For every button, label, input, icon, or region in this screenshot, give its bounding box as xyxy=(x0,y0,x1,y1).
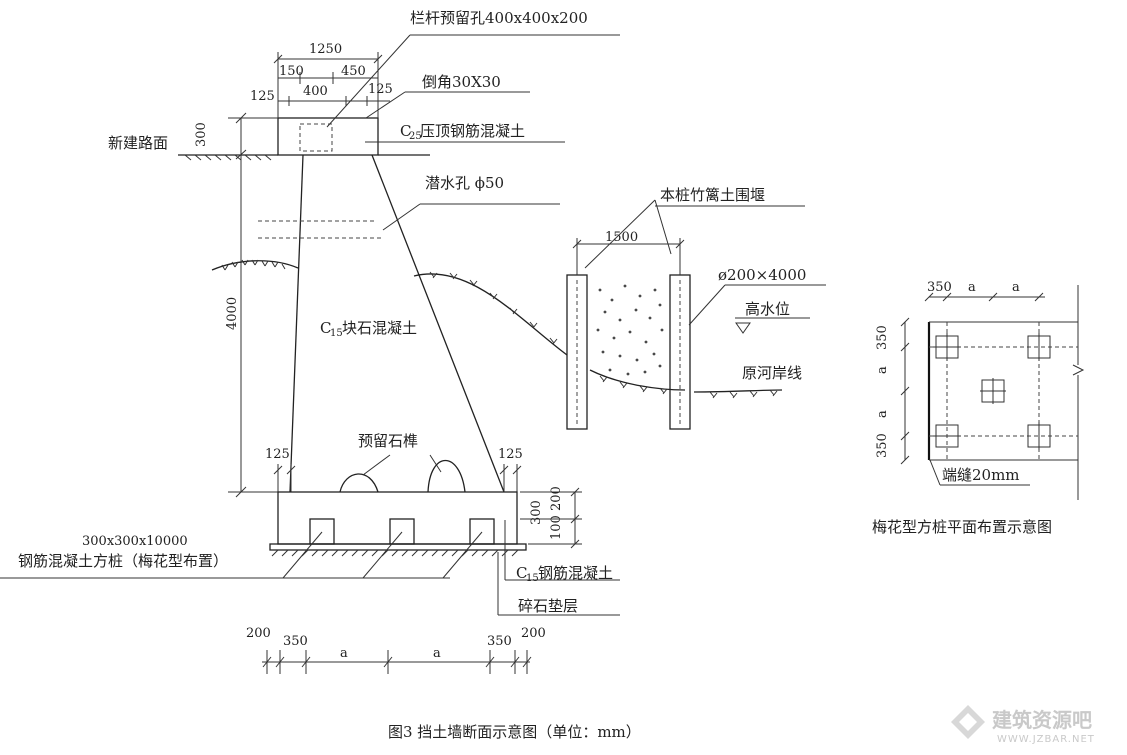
base-dimensions xyxy=(520,487,582,549)
main-caption: 图3 挡土墙断面示意图（单位：mm） xyxy=(388,723,641,741)
wall-body xyxy=(258,154,505,493)
coping-cap xyxy=(277,117,379,156)
bottom-dimensions xyxy=(262,650,532,674)
dim-top-400: 400 xyxy=(303,84,328,99)
label-cap-concrete: 压顶钢筋混凝土 xyxy=(420,122,525,140)
dim-plan-a-top-2: a xyxy=(1012,280,1020,295)
watermark-url: WWW.JZBAR.NET xyxy=(997,734,1095,745)
dim-top-total: 1250 xyxy=(309,42,342,57)
label-high-water: 高水位 xyxy=(745,300,790,318)
label-end-gap: 端缝20mm xyxy=(942,466,1020,484)
dim-plan-a-top-1: a xyxy=(968,280,976,295)
base-leaders xyxy=(0,520,620,616)
foot-dimensions xyxy=(273,464,522,492)
label-body-concrete: 块石混凝土 xyxy=(342,319,417,337)
label-square-pile-size: 300x300x10000 xyxy=(82,534,188,549)
label-road: 新建路面 xyxy=(108,134,168,152)
label-base-concrete: 钢筋混凝土 xyxy=(538,564,613,582)
cap-leaders xyxy=(326,34,620,143)
dim-height-4000: 4000 xyxy=(225,297,240,330)
cofferdam-piles xyxy=(566,274,691,430)
dim-bottom-200-left: 200 xyxy=(246,626,271,641)
plan-view xyxy=(927,285,1085,500)
plan-caption: 梅花型方桩平面布置示意图 xyxy=(872,518,1052,536)
label-original-bank: 原河岸线 xyxy=(742,364,802,382)
dim-bottom-200-right: 200 xyxy=(521,626,546,641)
label-cap-concrete-prefix: C xyxy=(400,122,411,140)
dim-cofferdam-1500: 1500 xyxy=(605,230,638,245)
label-reserved-stone: 预留石榫 xyxy=(358,432,418,450)
dim-top-125-left: 125 xyxy=(250,89,275,104)
label-body-concrete-prefix: C xyxy=(320,319,331,337)
label-chamfer: 倒角30X30 xyxy=(422,73,501,91)
dim-plan-350-side-top: 350 xyxy=(875,325,890,350)
dim-base-300: 300 xyxy=(529,500,544,525)
dim-plan-a-side-1: a xyxy=(875,366,890,374)
dim-plan-a-side-2: a xyxy=(875,410,890,418)
backfill-soil-left xyxy=(211,259,299,271)
dim-top-125-right: 125 xyxy=(368,82,393,97)
dim-top-150: 150 xyxy=(279,64,304,79)
label-gravel: 碎石垫层 xyxy=(518,597,578,615)
stone-tenons xyxy=(339,454,466,493)
label-base-concrete-sub: 15 xyxy=(526,573,539,584)
dim-foot-125-right: 125 xyxy=(498,447,523,462)
cofferdam-dimension xyxy=(572,199,826,326)
label-pile-spec: ø200×4000 xyxy=(718,266,806,284)
label-weep-hole: 潜水孔 ϕ50 xyxy=(425,174,504,192)
label-body-concrete-sub: 15 xyxy=(330,328,343,339)
dim-bottom-a-2: a xyxy=(433,646,441,661)
label-cofferdam: 本桩竹篱土围堰 xyxy=(660,186,765,204)
dim-base-100: 100 xyxy=(549,515,564,540)
dim-bottom-a-1: a xyxy=(340,646,348,661)
road-surface xyxy=(178,154,430,161)
dim-base-200: 200 xyxy=(549,486,564,511)
dim-plan-350-side-bottom: 350 xyxy=(875,433,890,458)
watermark-text: 建筑资源吧 xyxy=(992,708,1092,732)
height-dimension xyxy=(228,112,278,498)
high-water-mark xyxy=(735,317,810,334)
plan-dimensions xyxy=(900,292,1045,486)
dim-top-450: 450 xyxy=(341,64,366,79)
dim-bottom-350-right: 350 xyxy=(487,634,512,649)
weep-hole-leader xyxy=(382,203,560,231)
label-cap-concrete-sub: 25 xyxy=(409,131,422,142)
label-base-concrete-prefix: C xyxy=(516,564,527,582)
dim-cap-300: 300 xyxy=(194,122,209,147)
watermark: 建筑资源吧 WWW.JZBAR.NET xyxy=(951,705,1095,745)
dim-foot-125-left: 125 xyxy=(265,447,290,462)
top-dimensions xyxy=(273,52,390,118)
backfill-soil-right xyxy=(413,271,783,399)
label-railing-hole: 栏杆预留孔400x400x200 xyxy=(410,9,588,27)
dim-plan-350-top: 350 xyxy=(927,280,952,295)
base-slab xyxy=(269,491,527,557)
dim-bottom-350-left: 350 xyxy=(283,634,308,649)
label-square-pile-desc: 钢筋混凝土方桩（梅花型布置） xyxy=(18,552,228,570)
